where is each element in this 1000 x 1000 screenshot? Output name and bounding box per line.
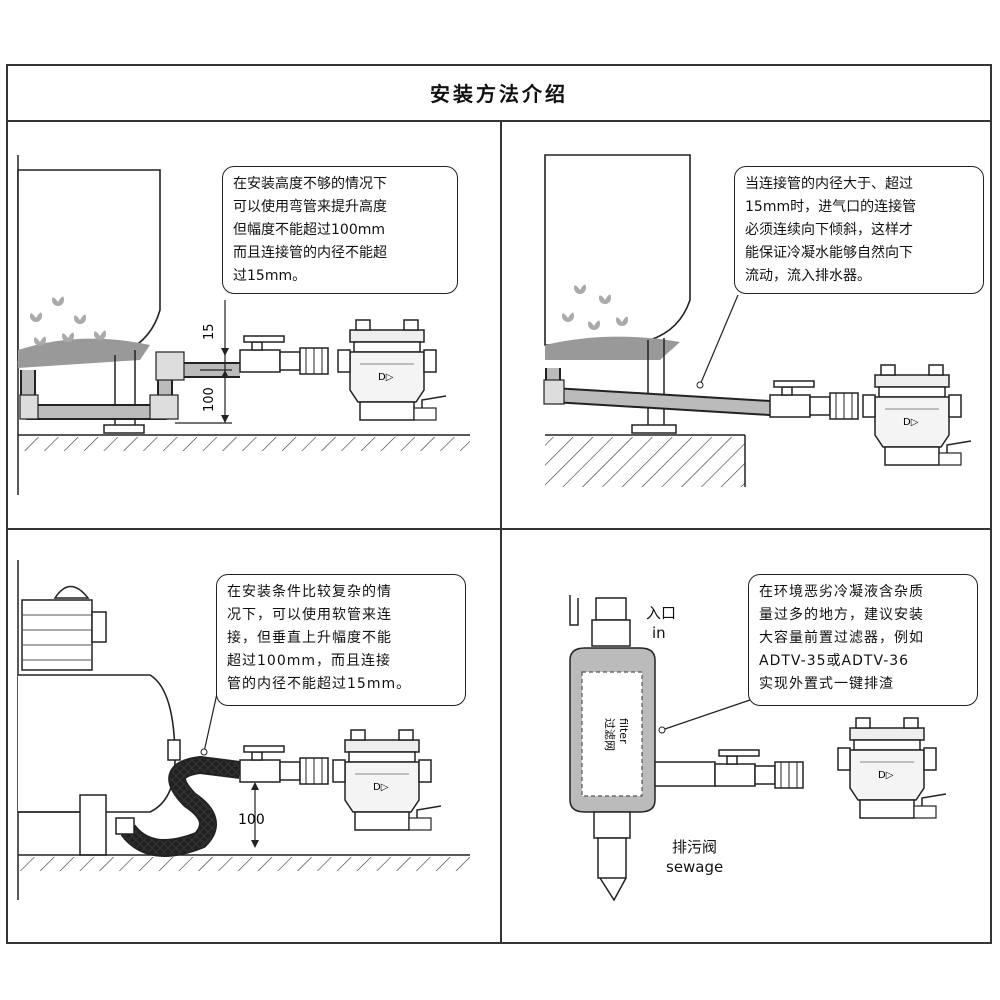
panel-3-drawing [17,560,470,900]
p4-inlet-en: in [652,624,666,642]
outer-frame [6,64,992,944]
p4-drain-cn: 排污阀 [672,838,718,856]
p4-filter-cn: 过滤网 [603,718,616,751]
p3-dim-label: 100 [238,812,265,828]
p4-filter-en: filter [617,718,630,744]
title-bar: 安装方法介绍 [6,64,992,122]
p4-inlet-cn: 入口 [646,604,677,622]
panel-3-note: 在安装条件比较复杂的情 况下，可以使用软管来连 接，但垂直上升幅度不能 超过10… [216,574,466,706]
panel-4-note: 在环境恶劣冷凝液含杂质 量过多的地方，建议安装 大容量前置过滤器，例如 ADTV… [748,574,978,706]
panel-2-drawing [543,154,972,487]
panel-1-note: 在安装高度不够的情况下 可以使用弯管来提升高度 但幅度不能超过100mm 而且连… [222,166,458,294]
p1-dim-lower-label: 100 [202,387,217,412]
panel-divider-vertical [500,122,502,942]
panel-divider-horizontal [6,528,992,530]
page-title: 安装方法介绍 [430,81,568,106]
p1-dim-upper-label: 15 [202,323,217,340]
panel-4-drawing [569,595,947,902]
panel-2-note: 当连接管的内径大于、超过 15mm时，进气口的连接管 必须连续向下倾斜，这样才 … [734,166,984,294]
panel-1-drawing [17,155,470,495]
p4-drain-en: sewage [666,858,724,876]
